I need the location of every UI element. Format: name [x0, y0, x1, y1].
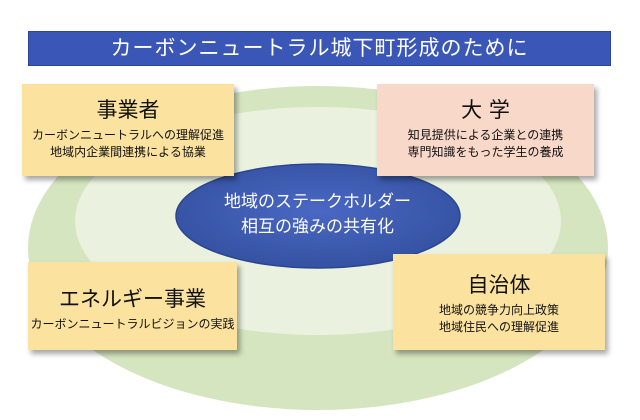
- municipality-title: 自治体: [467, 273, 531, 297]
- diagram-title: カーボンニュートラル城下町形成のために: [28, 31, 611, 66]
- center-message: 地域のステークホルダー 相互の強みの共有化: [175, 163, 460, 267]
- business-line-2: 地域内企業間連携による協業: [50, 145, 206, 159]
- university-line-2: 専門知識をもった学生の養成: [407, 145, 564, 159]
- stakeholder-business: 事業者 カーボンニュートラルへの理解促進 地域内企業間連携による協業: [22, 84, 234, 176]
- municipality-line-1: 地域の競争力向上政策: [438, 303, 559, 317]
- energy-line-1: カーボンニュートラルビジョンの実践: [30, 317, 235, 331]
- energy-title: エネルギー事業: [59, 287, 206, 311]
- business-title: 事業者: [96, 98, 160, 122]
- stakeholder-municipality: 自治体 地域の競争力向上政策 地域住民への理解促進: [393, 254, 605, 350]
- center-line-1: 地域のステークホルダー: [224, 192, 411, 212]
- university-line-1: 知見提供による企業との連携: [407, 128, 564, 142]
- business-line-1: カーボンニュートラルへの理解促進: [31, 128, 224, 142]
- center-ellipse: [175, 163, 461, 269]
- stakeholder-university: 大 学 知見提供による企業との連携 専門知識をもった学生の養成: [377, 84, 594, 176]
- center-line-2: 相互の強みの共有化: [241, 217, 394, 237]
- university-title: 大 学: [461, 98, 510, 122]
- stakeholder-energy: エネルギー事業 カーボンニュートラルビジョンの実践: [28, 262, 237, 350]
- municipality-line-2: 地域住民への理解促進: [438, 320, 559, 334]
